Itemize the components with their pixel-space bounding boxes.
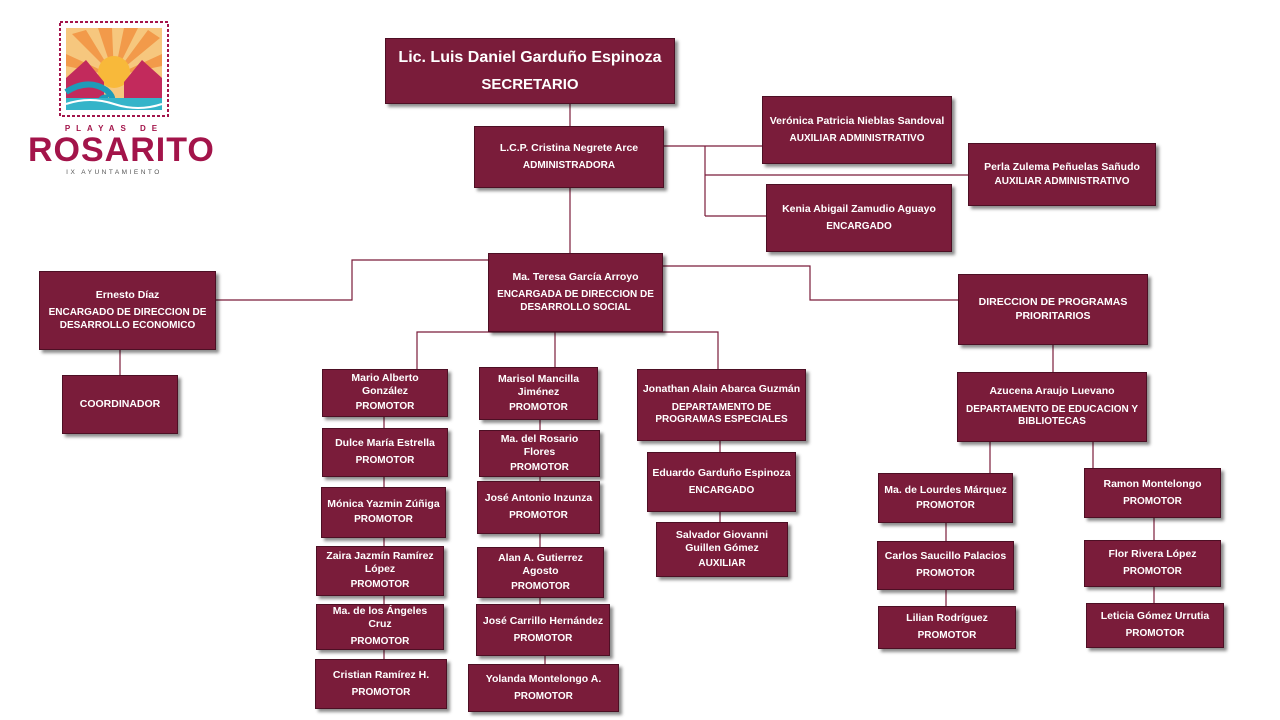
node-name: Mario Alberto González <box>351 372 419 398</box>
node-role: AUXILIAR ADMINISTRATIVO <box>994 175 1130 187</box>
node-role: PROMOTOR <box>355 455 415 467</box>
node-role: PROMOTOR <box>510 461 569 473</box>
sun-wave-icon <box>59 21 169 117</box>
node-name: Lic. Luis Daniel Garduño Espinoza <box>398 48 662 66</box>
node-role: ENCARGADO <box>688 484 755 496</box>
node-role: PROMOTOR <box>513 632 573 644</box>
node-marisol: Marisol Mancilla Jiménez PROMOTOR <box>479 367 598 420</box>
node-name: Lilian Rodríguez <box>906 612 988 625</box>
node-role: PROMOTOR <box>509 510 568 522</box>
node-zaira: Zaira Jazmín Ramírez López PROMOTOR <box>316 546 444 596</box>
node-name: Alan A. Gutierrez Agosto <box>498 551 583 577</box>
node-role: ENCARGADA DE DIRECCION DE DESARROLLO SOC… <box>497 289 654 313</box>
node-lourdes: Ma. de Lourdes Márquez PROMOTOR <box>878 473 1013 523</box>
node-name: Ma. de los Ángeles Cruz <box>332 605 428 631</box>
node-angeles: Ma. de los Ángeles Cruz PROMOTOR <box>316 604 444 650</box>
node-role: SECRETARIO <box>481 75 579 93</box>
node-role: PROMOTOR <box>509 401 568 413</box>
node-role: PROMOTOR <box>350 579 410 591</box>
node-azucena: Azucena Araujo Luevano DEPARTAMENTO DE E… <box>957 372 1147 442</box>
node-ernesto: Ernesto Díaz ENCARGADO DE DIRECCION DE D… <box>39 271 216 350</box>
logo-line-1: PLAYAS DE <box>64 124 164 133</box>
logo-line-3: IX AYUNTAMIENTO <box>66 168 162 176</box>
node-name: Jonathan Alain Abarca Guzmán <box>642 383 801 396</box>
node-perla: Perla Zulema Peñuelas Sañudo AUXILIAR AD… <box>968 143 1156 206</box>
node-monica: Mónica Yazmin Zúñiga PROMOTOR <box>321 487 446 538</box>
node-name: Carlos Saucillo Palacios <box>884 550 1007 563</box>
node-veronica: Verónica Patricia Nieblas Sandoval AUXIL… <box>762 96 952 164</box>
node-role: PROMOTOR <box>1123 566 1182 578</box>
node-name: DIRECCION DE PROGRAMAS PRIORITARIOS <box>978 296 1128 322</box>
node-name: Marisol Mancilla Jiménez <box>497 372 580 398</box>
node-name: José Carrillo Hernández <box>482 614 604 627</box>
node-name: Perla Zulema Peñuelas Sañudo <box>984 160 1140 173</box>
node-name: Yolanda Montelongo A. <box>485 672 602 685</box>
node-name: COORDINADOR <box>79 397 161 410</box>
node-jonathan: Jonathan Alain Abarca Guzmán DEPARTAMENT… <box>637 369 806 441</box>
node-name: José Antonio Inzunza <box>484 492 593 505</box>
node-name: Ma. de Lourdes Márquez <box>884 483 1007 496</box>
node-role: PROMOTOR <box>355 401 415 413</box>
node-administradora: L.C.P. Cristina Negrete Arce ADMINISTRAD… <box>474 126 664 188</box>
logo-line-2: ROSARITO <box>28 131 215 169</box>
node-role: PROMOTOR <box>916 568 975 580</box>
node-lilian: Lilian Rodríguez PROMOTOR <box>878 606 1016 649</box>
node-ramon: Ramon Montelongo PROMOTOR <box>1084 468 1221 518</box>
node-role: AUXILIAR ADMINISTRATIVO <box>789 132 925 144</box>
node-role: PROMOTOR <box>917 630 977 642</box>
node-teresa: Ma. Teresa García Arroyo ENCARGADA DE DI… <box>488 253 663 332</box>
node-role: PROMOTOR <box>350 636 410 648</box>
node-name: L.C.P. Cristina Negrete Arce <box>499 141 639 154</box>
node-eduardo: Eduardo Garduño Espinoza ENCARGADO <box>647 452 796 512</box>
node-coordinador: COORDINADOR <box>62 375 178 434</box>
node-name: Ernesto Díaz <box>95 288 160 301</box>
node-role: PROMOTOR <box>514 690 573 702</box>
node-name: Leticia Gómez Urrutia <box>1100 610 1210 623</box>
node-role: AUXILIAR <box>698 557 746 569</box>
node-role: PROMOTOR <box>511 580 570 592</box>
node-secretario: Lic. Luis Daniel Garduño Espinoza SECRET… <box>385 38 675 104</box>
node-mario: Mario Alberto González PROMOTOR <box>322 369 448 417</box>
node-direccion: DIRECCION DE PROGRAMAS PRIORITARIOS <box>958 274 1148 345</box>
node-alan: Alan A. Gutierrez Agosto PROMOTOR <box>477 547 604 598</box>
node-role: PROMOTOR <box>354 514 413 526</box>
node-role: PROMOTOR <box>1125 628 1185 640</box>
node-salvador: Salvador Giovanni Guillen Gómez AUXILIAR <box>656 522 788 577</box>
node-role: ENCARGADO <box>826 220 892 232</box>
node-rosario: Ma. del Rosario Flores PROMOTOR <box>479 430 600 477</box>
node-role: DEPARTAMENTO DE EDUCACION Y BIBLIOTECAS <box>965 403 1139 428</box>
node-kenia: Kenia Abigail Zamudio Aguayo ENCARGADO <box>766 184 952 252</box>
node-name: Zaira Jazmín Ramírez López <box>326 550 434 576</box>
node-yolanda: Yolanda Montelongo A. PROMOTOR <box>468 664 619 712</box>
node-name: Eduardo Garduño Espinoza <box>652 466 791 479</box>
node-role: PROMOTOR <box>1123 495 1182 507</box>
node-carlos: Carlos Saucillo Palacios PROMOTOR <box>877 541 1014 590</box>
node-role: PROMOTOR <box>916 499 975 511</box>
node-role: PROMOTOR <box>351 686 411 698</box>
node-role: DEPARTAMENTO DE PROGRAMAS ESPECIALES <box>655 401 788 426</box>
node-josecarrillo: José Carrillo Hernández PROMOTOR <box>476 604 610 656</box>
node-cristian: Cristian Ramírez H. PROMOTOR <box>315 659 447 709</box>
node-name: Azucena Araujo Luevano <box>989 385 1115 398</box>
node-role: ADMINISTRADORA <box>522 159 616 171</box>
node-flor: Flor Rivera López PROMOTOR <box>1084 540 1221 587</box>
logo-text: PLAYAS DE ROSARITO IX AYUNTAMIENTO <box>28 124 215 176</box>
node-name: Ramon Montelongo <box>1103 477 1202 490</box>
node-joseantonio: José Antonio Inzunza PROMOTOR <box>477 481 600 534</box>
node-name: Dulce María Estrella <box>335 437 435 450</box>
node-dulce: Dulce María Estrella PROMOTOR <box>322 428 448 477</box>
rosarito-logo <box>28 20 200 180</box>
node-name: Cristian Ramírez H. <box>332 668 430 681</box>
node-name: Kenia Abigail Zamudio Aguayo <box>782 202 936 215</box>
node-name: Verónica Patricia Nieblas Sandoval <box>769 114 945 127</box>
node-name: Flor Rivera López <box>1108 548 1197 561</box>
node-name: Salvador Giovanni Guillen Gómez <box>675 528 769 554</box>
node-name: Mónica Yazmin Zúñiga <box>327 498 440 511</box>
node-leticia: Leticia Gómez Urrutia PROMOTOR <box>1086 603 1224 648</box>
node-role: ENCARGADO DE DIRECCION DE DESARROLLO ECO… <box>48 307 207 331</box>
node-name: Ma. del Rosario Flores <box>500 432 579 458</box>
node-name: Ma. Teresa García Arroyo <box>512 270 639 283</box>
